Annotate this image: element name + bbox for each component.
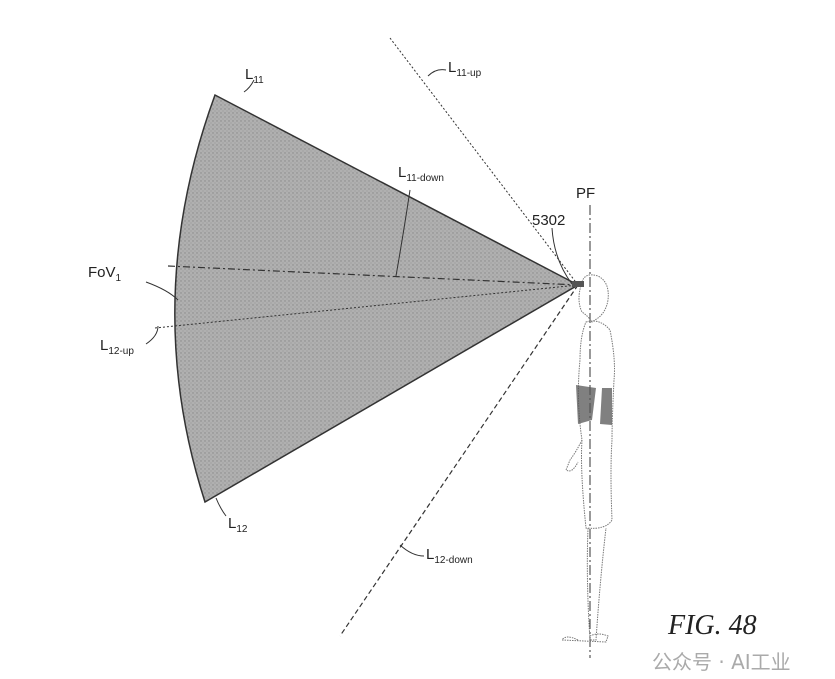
figure-label: FIG. 48 bbox=[668, 610, 757, 641]
l12-up-line bbox=[154, 284, 579, 329]
fov-sector bbox=[174, 93, 580, 504]
label-l11-down: L11-down bbox=[398, 164, 444, 184]
label-pf: PF bbox=[576, 185, 596, 202]
head-mounted-device bbox=[572, 281, 584, 287]
label-device-5302: 5302 bbox=[532, 212, 566, 229]
label-l12-up: L12-up bbox=[100, 337, 134, 357]
label-l11-up: L11-up bbox=[448, 59, 482, 79]
watermark: 公众号 · AI工业 bbox=[652, 650, 791, 674]
device-leader bbox=[551, 227, 573, 285]
l12-up-leader bbox=[145, 325, 159, 345]
l11-down-leader bbox=[395, 189, 411, 277]
body-shading bbox=[576, 385, 612, 425]
label-l11: L11 bbox=[245, 66, 264, 86]
fov-leader bbox=[145, 281, 179, 301]
l11-leader bbox=[243, 79, 255, 93]
l12-down-line bbox=[339, 284, 579, 637]
person-figure bbox=[561, 274, 615, 643]
l11-up-leader bbox=[427, 69, 447, 77]
fov-center-line bbox=[167, 265, 579, 286]
l12-leader bbox=[215, 497, 227, 517]
label-fov1: FoV1 bbox=[88, 264, 122, 284]
label-l12-down: L12-down bbox=[426, 546, 473, 566]
label-l12: L12 bbox=[228, 515, 248, 535]
l12-down-leader bbox=[399, 544, 425, 557]
